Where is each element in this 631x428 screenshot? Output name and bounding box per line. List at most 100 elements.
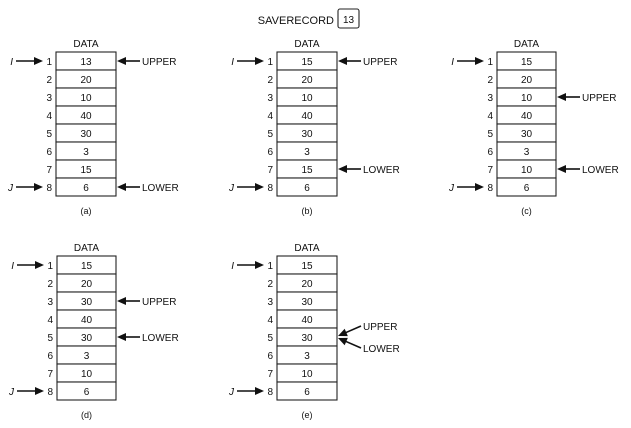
- data-header: DATA: [74, 243, 100, 254]
- pointer-label-j: J: [7, 183, 14, 194]
- cell-value: 6: [304, 387, 310, 398]
- cell-value: 30: [81, 333, 93, 344]
- pointer-arrowhead: [255, 387, 264, 395]
- pointer-arrowhead: [557, 165, 566, 173]
- row-index: 3: [267, 297, 273, 308]
- cell-value: 6: [84, 387, 90, 398]
- cell-value: 13: [80, 57, 92, 68]
- row-index: 6: [267, 147, 273, 158]
- row-index: 5: [267, 333, 273, 344]
- pointer-arrow-line: [345, 325, 362, 334]
- row-index: 7: [46, 165, 52, 176]
- row-index: 2: [267, 279, 273, 290]
- pointer-label-i: I: [231, 261, 234, 272]
- cell-value: 3: [83, 147, 89, 158]
- row-index: 1: [267, 57, 273, 68]
- pointer-arrowhead: [338, 328, 348, 337]
- row-index: 7: [267, 369, 273, 380]
- row-index: 6: [46, 147, 52, 158]
- pointer-label-lower: LOWER: [142, 333, 179, 344]
- row-index: 3: [47, 297, 53, 308]
- array-cell: [55, 177, 117, 197]
- pointer-arrow-line: [345, 340, 362, 349]
- row-index: 6: [487, 147, 493, 158]
- array-cell: [276, 177, 338, 197]
- row-index: 2: [47, 279, 53, 290]
- panel-caption: (c): [521, 206, 532, 216]
- pointer-arrowhead: [35, 387, 44, 395]
- pointer-arrowhead: [35, 261, 44, 269]
- row-index: 3: [46, 93, 52, 104]
- cell-value: 15: [81, 261, 93, 272]
- pointer-label-i: I: [231, 57, 234, 68]
- row-index: 2: [46, 75, 52, 86]
- cell-value: 30: [301, 297, 313, 308]
- cell-value: 30: [81, 297, 93, 308]
- cell-value: 6: [304, 183, 310, 194]
- saverecord-label: SAVERECORD: [258, 15, 334, 27]
- saverecord-box: [337, 8, 360, 29]
- row-index: 5: [267, 129, 273, 140]
- pointer-arrowhead: [255, 261, 264, 269]
- row-index: 1: [47, 261, 53, 272]
- cell-value: 3: [524, 147, 530, 158]
- cell-value: 40: [80, 111, 92, 122]
- panel-caption: (d): [81, 410, 92, 420]
- row-index: 4: [47, 315, 53, 326]
- cell-value: 10: [521, 165, 533, 176]
- row-index: 7: [267, 165, 273, 176]
- pointer-arrowhead: [338, 165, 347, 173]
- pointer-arrowhead: [557, 93, 566, 101]
- pointer-label-i: I: [11, 261, 14, 272]
- cell-value: 20: [301, 279, 313, 290]
- cell-value: 30: [521, 129, 533, 140]
- cell-value: 6: [83, 183, 89, 194]
- cell-value: 15: [521, 57, 533, 68]
- row-index: 4: [267, 111, 273, 122]
- pointer-label-upper: UPPER: [142, 297, 176, 308]
- array-cell: [496, 177, 557, 197]
- array-panel: DATA1512023034043053610768IJUPPERLOWER(e…: [228, 243, 400, 420]
- array-panel: DATA1512023034043053610768IJUPPERLOWER(d…: [8, 243, 179, 420]
- pointer-label-lower: LOWER: [142, 183, 179, 194]
- cell-value: 40: [521, 111, 533, 122]
- row-index: 8: [487, 183, 493, 194]
- pointer-label-lower: LOWER: [363, 165, 400, 176]
- data-header: DATA: [73, 39, 99, 50]
- pointer-label-j: J: [228, 387, 235, 398]
- pointer-label-upper: UPPER: [582, 93, 616, 104]
- row-index: 5: [46, 129, 52, 140]
- pointer-label-i: I: [10, 57, 13, 68]
- cell-value: 20: [81, 279, 93, 290]
- cell-value: 20: [301, 75, 313, 86]
- cell-value: 6: [524, 183, 530, 194]
- saverecord-group: SAVERECORD 13: [258, 8, 360, 29]
- row-index: 1: [46, 57, 52, 68]
- cell-value: 3: [304, 147, 310, 158]
- row-index: 2: [487, 75, 493, 86]
- cell-value: 3: [84, 351, 90, 362]
- cell-value: 10: [301, 369, 313, 380]
- row-index: 1: [267, 261, 273, 272]
- cell-value: 10: [301, 93, 313, 104]
- array-cell: [276, 381, 338, 401]
- pointer-label-upper: UPPER: [363, 322, 397, 333]
- pointer-arrowhead: [338, 337, 348, 346]
- pointer-label-j: J: [448, 183, 455, 194]
- row-index: 8: [267, 183, 273, 194]
- cell-value: 40: [301, 111, 313, 122]
- panel-caption: (e): [302, 410, 313, 420]
- panel-caption: (b): [302, 206, 313, 216]
- saverecord-value: 13: [343, 15, 355, 26]
- row-index: 8: [47, 387, 53, 398]
- pointer-arrowhead: [117, 297, 126, 305]
- pointer-arrowhead: [117, 57, 126, 65]
- row-index: 4: [267, 315, 273, 326]
- pointer-label-lower: LOWER: [363, 344, 400, 355]
- pointer-label-lower: LOWER: [582, 165, 619, 176]
- pointer-arrowhead: [117, 333, 126, 341]
- cell-value: 3: [304, 351, 310, 362]
- data-header: DATA: [514, 39, 540, 50]
- pointer-arrowhead: [338, 57, 347, 65]
